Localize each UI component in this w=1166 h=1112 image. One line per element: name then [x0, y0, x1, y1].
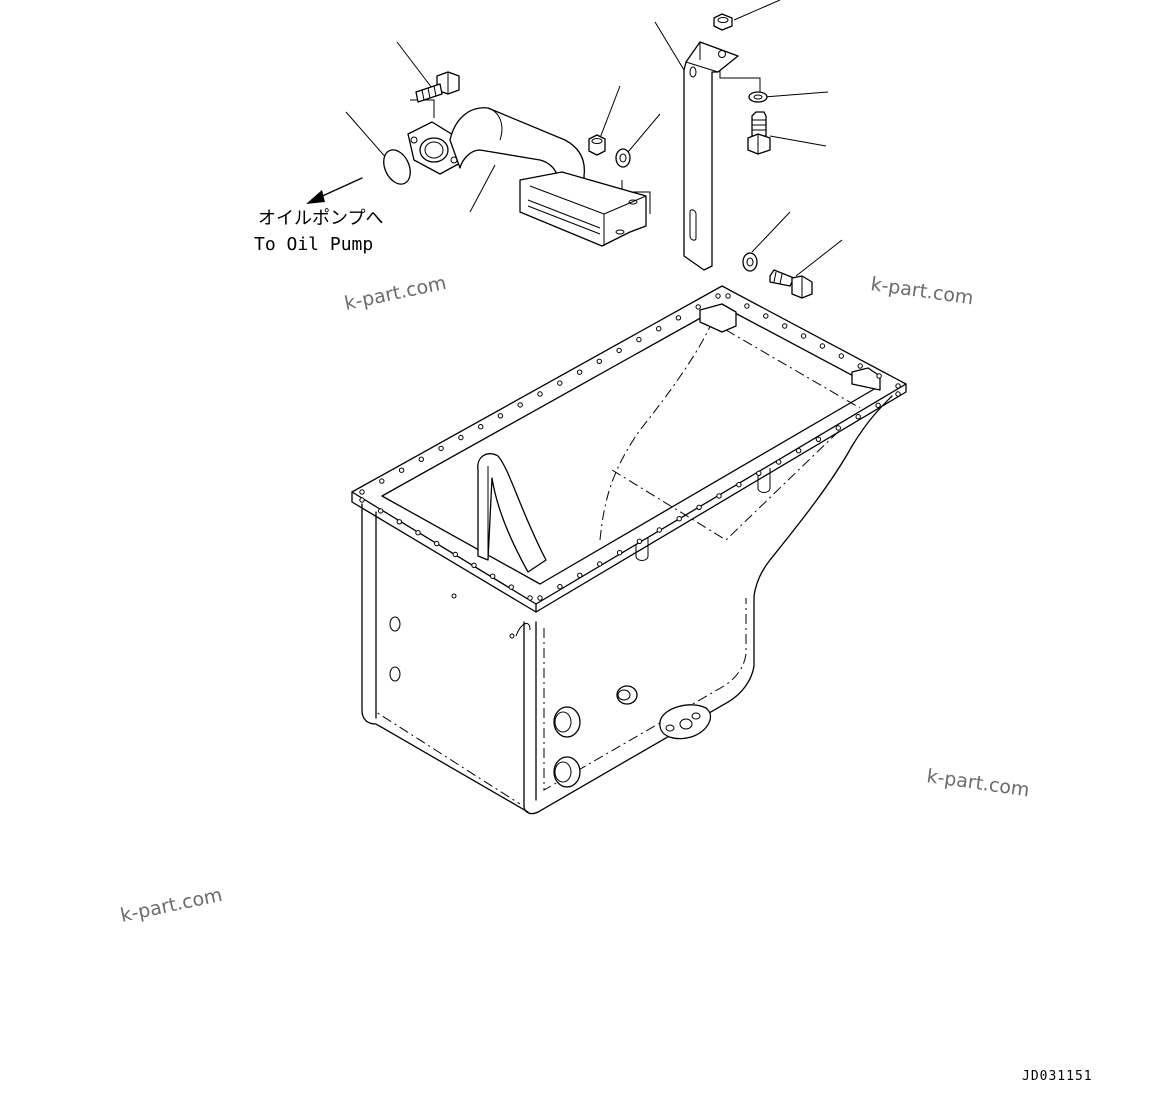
flange-bolt-hole	[557, 380, 563, 386]
flange-bolt-hole	[418, 456, 424, 462]
flange-bolt-hole	[557, 584, 563, 590]
flange-bolt-hole	[815, 436, 822, 442]
flange-bolt-hole	[696, 504, 702, 510]
flange-bolt-hole	[675, 315, 682, 321]
flange-bolt-hole	[736, 482, 742, 488]
flange-bolt-hole	[838, 353, 844, 359]
flange-bolt-hole	[616, 550, 623, 556]
oil-pan	[351, 285, 907, 815]
flange-bolt-hole	[656, 326, 662, 332]
washer-1	[615, 148, 631, 168]
flange-bolt-hole	[616, 347, 622, 354]
flange-bolt-hole	[715, 293, 721, 299]
flange-bolt-hole	[508, 584, 514, 590]
watermark-3: k-part.com	[925, 765, 1031, 801]
flange-bolt-hole	[415, 530, 421, 536]
flange-bolt-hole	[795, 448, 802, 454]
flange-bolt-hole	[835, 425, 841, 431]
gasket	[383, 149, 411, 185]
flange-bolt-hole	[576, 369, 583, 375]
watermark-2: k-part.com	[869, 273, 975, 309]
flange-bolt-hole	[819, 343, 826, 349]
flange-bolt-hole	[596, 358, 602, 364]
watermark-1: k-part.com	[342, 272, 448, 315]
flange-bolt-holes	[359, 293, 901, 601]
flange-bolt-hole	[636, 336, 642, 343]
flange-bolt-hole	[478, 424, 484, 430]
bolt-top-left	[415, 71, 460, 103]
flange-bolt-hole	[471, 562, 477, 568]
flange-bolt-hole	[857, 363, 863, 369]
flange-bolt-hole	[636, 538, 643, 544]
flange-bolt-hole	[744, 303, 750, 309]
flange-bolt-hole	[782, 323, 788, 329]
bracket-stay	[683, 41, 739, 271]
flange-bolt-hole	[396, 519, 402, 525]
flange-bolt-hole	[517, 402, 523, 408]
watermark-4: k-part.com	[118, 884, 224, 927]
flange-bolt-hole	[577, 572, 583, 578]
flange-bolt-hole	[597, 561, 603, 567]
flange-bolt-hole	[800, 333, 807, 339]
bolt-vertical	[747, 111, 771, 155]
flange-bolt-hole	[895, 391, 901, 397]
to-oil-pump-arrow	[306, 177, 363, 204]
flange-bolt-hole	[452, 551, 458, 558]
flange-bolt-hole	[776, 459, 782, 465]
nut-1	[588, 134, 606, 156]
flange-bolt-hole	[398, 467, 405, 473]
flange-bolt-hole	[359, 489, 365, 495]
flange-bolt-hole	[527, 595, 533, 601]
flange-bolt-hole	[537, 391, 543, 397]
flange-bolt-hole	[379, 478, 385, 484]
washer-3	[742, 252, 758, 272]
flange-bolt-hole	[725, 293, 731, 299]
washer-2	[748, 91, 768, 103]
flange-bolt-hole	[537, 595, 543, 601]
flange-bolt-hole	[656, 527, 662, 533]
nut-top-right	[713, 13, 733, 31]
flange-bolt-hole	[434, 540, 440, 547]
flange-bolt-hole	[716, 493, 722, 499]
flange-bolt-hole	[438, 445, 444, 452]
drawing-code: JD031151	[1022, 1069, 1093, 1084]
bolt-horizontal	[769, 269, 813, 299]
flange-bolt-hole	[756, 470, 762, 476]
flange-bolt-hole	[895, 383, 901, 389]
flange-bolt-hole	[378, 508, 384, 514]
flange-bolt-hole	[458, 434, 464, 441]
flange-bolt-hole	[676, 516, 682, 522]
oil-pump-label-jp: オイルポンプへ	[258, 208, 383, 229]
flange-bolt-hole	[497, 413, 504, 419]
flange-bolt-hole	[359, 497, 365, 503]
flange-bolt-hole	[763, 313, 769, 319]
flange-bolt-hole	[490, 573, 496, 579]
oil-pump-label-en: To Oil Pump	[254, 234, 373, 255]
flange-bolt-hole	[875, 402, 881, 408]
flange-bolt-hole	[695, 304, 701, 310]
flange-bolt-hole	[876, 373, 882, 379]
flange-bolt-hole	[855, 414, 861, 420]
suction-pipe-strainer	[407, 107, 647, 247]
